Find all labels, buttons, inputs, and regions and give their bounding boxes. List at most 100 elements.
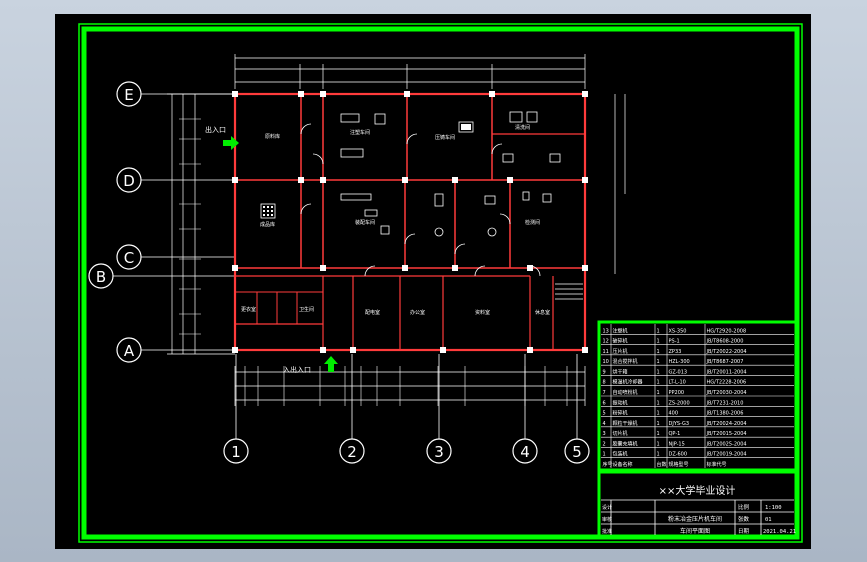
table-cell: JB/T20030-2004 xyxy=(706,390,747,396)
axis-bubble-E: E xyxy=(116,81,142,107)
entrance-arrow-top xyxy=(223,136,239,150)
title-school: ××大学毕业设计 xyxy=(659,484,736,497)
table-cell: 1 xyxy=(657,441,660,447)
table-cell: 包装机 xyxy=(613,451,628,458)
axis-bubble-4: 4 xyxy=(512,438,538,464)
door-swings xyxy=(300,123,541,277)
room-label: 检测间 xyxy=(525,219,540,226)
table-cell: 1 xyxy=(657,390,660,396)
grid-axis-lines xyxy=(113,93,578,439)
title-count: 01 xyxy=(765,517,772,523)
table-cell: 混合搅拌机 xyxy=(613,358,638,365)
axis-label-5: 5 xyxy=(572,443,582,461)
staircase xyxy=(555,283,583,300)
table-header-cell: 台数 xyxy=(657,461,667,468)
table-cell: 2 xyxy=(603,441,606,447)
table-cell: JB/T20015-2004 xyxy=(706,431,747,437)
table-cell: 颗粒干燥机 xyxy=(613,420,638,427)
table-cell: 7 xyxy=(603,390,606,396)
room-label: 成品库 xyxy=(260,221,275,228)
title-role: 审核 xyxy=(602,516,612,523)
table-cell: 12 xyxy=(603,339,609,345)
axis-label-3: 3 xyxy=(434,443,444,461)
table-cell: JB/T20022-2004 xyxy=(706,349,747,355)
table-cell: 1 xyxy=(657,421,660,427)
table-cell: GZ-013 xyxy=(669,369,688,375)
equipment-table xyxy=(597,320,798,472)
axis-bubble-2: 2 xyxy=(339,438,365,464)
table-cell: 自动喷粉机 xyxy=(613,389,638,396)
structural-columns xyxy=(232,91,588,353)
axis-bubble-1: 1 xyxy=(223,438,249,464)
table-cell: DJYS-G3 xyxy=(669,421,690,427)
table-cell: 胶囊充填机 xyxy=(613,440,638,447)
axis-label-4: 4 xyxy=(520,443,530,461)
outer-frame xyxy=(78,23,803,543)
table-cell: 4 xyxy=(603,421,606,427)
axis-label-E: E xyxy=(124,86,133,104)
table-cell: 8 xyxy=(603,380,606,386)
room-label: 配电室 xyxy=(365,309,380,316)
room-label: 更衣室 xyxy=(241,306,256,313)
table-cell: LT-L-10 xyxy=(669,380,686,386)
table-cell: PS-1 xyxy=(669,339,680,345)
table-cell: 振动机 xyxy=(613,399,628,406)
table-cell: 模温机冷却器 xyxy=(613,379,643,386)
table-cell: JB/T20011-2004 xyxy=(706,369,747,375)
title-role: 设计 xyxy=(602,504,612,511)
room-label: 办公室 xyxy=(410,309,425,316)
table-cell: 1 xyxy=(603,452,606,458)
table-cell: 粉碎机 xyxy=(613,410,628,417)
table-cell: 400 xyxy=(669,411,679,417)
title-block xyxy=(597,470,798,539)
axis-bubble-B: B xyxy=(88,263,114,289)
title-drawing-name: 粉末冶金压片机车间 xyxy=(668,515,722,523)
table-cell: XS-350 xyxy=(669,328,687,334)
inner-frame xyxy=(81,26,800,540)
room-label: 资料室 xyxy=(475,309,490,316)
table-cell: HG/T2228-2006 xyxy=(707,380,747,386)
axis-bubble-5: 5 xyxy=(564,438,590,464)
title-role: 批准 xyxy=(602,528,612,535)
title-scale-label: 比例 xyxy=(738,503,750,511)
room-label: 原料库 xyxy=(265,133,280,140)
table-cell: JB/T8608-2000 xyxy=(706,339,744,345)
axis-label-1: 1 xyxy=(231,443,241,461)
table-cell: ZS-2000 xyxy=(669,400,690,406)
entrance-arrow-bottom xyxy=(324,356,338,372)
room-label: 卫生间 xyxy=(299,306,314,313)
title-count-label: 张数 xyxy=(738,515,750,523)
table-cell: 1 xyxy=(657,369,660,375)
table-cell: 切片机 xyxy=(613,430,628,437)
table-cell: JB/T1380-2006 xyxy=(706,411,744,417)
table-cell: 9 xyxy=(603,369,606,375)
dimension-lines xyxy=(167,54,626,406)
axis-label-C: C xyxy=(124,249,134,267)
room-labels: 原料库 成品库 注塑车间 压铸车间 清洗间 装配车间 检测间 配电室 办公室 资… xyxy=(241,124,550,316)
title-sheet-name: 车间平面图 xyxy=(680,527,710,535)
table-cell: 1 xyxy=(657,359,660,365)
cad-viewport[interactable]: E D C B A 1 2 3 4 5 xyxy=(55,14,811,549)
axis-label-2: 2 xyxy=(347,443,357,461)
dimension-ticks xyxy=(179,118,568,406)
table-cell: 1 xyxy=(657,339,660,345)
title-date: 2021.04.21 xyxy=(763,529,796,535)
table-cell: 烘干箱 xyxy=(613,368,628,375)
table-cell: JB/T20025-2004 xyxy=(706,441,747,447)
room-label: 清洗间 xyxy=(515,124,530,131)
table-cell: 3 xyxy=(603,431,606,437)
table-cell: PP200 xyxy=(669,390,685,396)
entrance-label-top: 出入口 xyxy=(205,125,226,134)
table-cell: 1 xyxy=(657,452,660,458)
axis-bubble-C: C xyxy=(116,244,142,270)
axis-bubble-D: D xyxy=(116,167,142,193)
table-cell: HZL-300 xyxy=(669,359,690,365)
table-header-cell: 规格型号 xyxy=(669,461,689,468)
table-cell: 压片机 xyxy=(613,348,628,355)
room-label: 压铸车间 xyxy=(435,134,455,141)
table-cell: 5 xyxy=(603,411,606,417)
axis-label-B: B xyxy=(96,268,106,286)
floor-plan-drawing: E D C B A 1 2 3 4 5 xyxy=(78,23,803,543)
table-cell: 10 xyxy=(603,359,609,365)
